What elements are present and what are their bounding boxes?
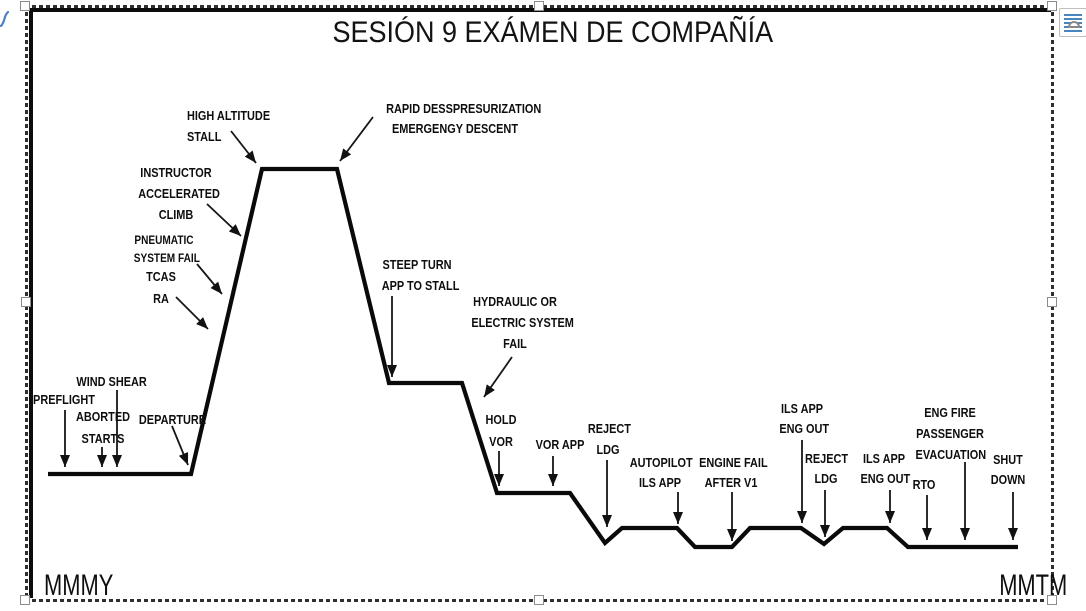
- resize-handle-se[interactable]: [1047, 595, 1057, 605]
- resize-handle-e[interactable]: [1047, 297, 1057, 307]
- figure-border-left: [29, 8, 33, 598]
- origin-code: MMMY: [44, 569, 114, 602]
- arrow-high-altitude-stall: [230, 130, 257, 164]
- flight-profile-line: [48, 166, 1018, 550]
- arrow-instructor-climb: [206, 203, 242, 237]
- event-label-departure: DEPARTURE: [138, 412, 207, 427]
- resize-handle-s[interactable]: [534, 595, 544, 605]
- event-label-preflight: PREFLIGHT: [33, 392, 95, 407]
- arrow-departure: [171, 425, 189, 466]
- arrow-hydraulic-fail: [483, 356, 513, 398]
- destination-code: MMTM: [999, 569, 1068, 602]
- resize-handle-n[interactable]: [534, 1, 544, 11]
- arrow-tcas-ra: [175, 296, 209, 330]
- layout-options-button[interactable]: [1059, 8, 1086, 37]
- resize-handle-sw[interactable]: [20, 595, 30, 605]
- event-label-vor-app: VOR APP: [535, 437, 585, 452]
- event-label-rto: RTO: [912, 477, 936, 492]
- diagram-title: SESIÓN 9 EXÁMEN DE COMPAÑÍA: [332, 16, 774, 49]
- layout-options-icon: [1064, 14, 1082, 32]
- resize-handle-ne[interactable]: [1047, 1, 1057, 11]
- resize-handle-nw[interactable]: [20, 1, 30, 11]
- event-label-wind-shear: WIND SHEAR: [76, 374, 147, 389]
- resize-handle-w[interactable]: [21, 297, 31, 307]
- blue-squiggle-mark: [0, 11, 10, 27]
- arrow-pneumatic: [196, 263, 223, 295]
- arrow-rapid-despress: [339, 116, 374, 162]
